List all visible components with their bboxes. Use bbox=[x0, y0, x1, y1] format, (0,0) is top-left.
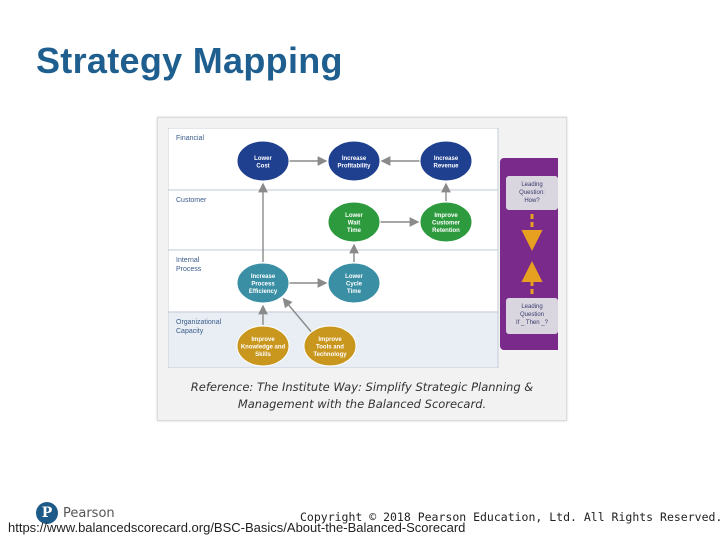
improve-tools-and-technology-label: Improve bbox=[318, 337, 342, 343]
lower-cycle-time-label: Lower bbox=[345, 274, 363, 280]
slide-title: Strategy Mapping bbox=[36, 40, 343, 81]
leading-question-top-text: Question: bbox=[519, 190, 545, 196]
improve-tools-and-technology-node bbox=[303, 325, 357, 367]
increase-process-efficiency-label: Increase bbox=[251, 274, 276, 280]
improve-knowledge-and-skills-node bbox=[236, 325, 290, 367]
connector-arrow bbox=[282, 297, 312, 333]
increase-profitability-node bbox=[327, 140, 381, 182]
increase-revenue-label: Increase bbox=[434, 156, 459, 162]
perspective-label: Customer bbox=[176, 197, 207, 204]
improve-knowledge-and-skills-label: Skills bbox=[255, 352, 271, 358]
lower-cycle-time-node bbox=[327, 262, 381, 304]
increase-process-efficiency-label: Efficiency bbox=[249, 289, 278, 295]
leading-question-top-text: Leading bbox=[521, 182, 542, 188]
improve-customer-retention-label: Retention bbox=[432, 228, 460, 234]
improve-knowledge-and-skills-label: Knowledge and bbox=[241, 345, 286, 351]
pearson-logo-icon: P bbox=[36, 502, 58, 524]
reference-line-2: Management with the Balanced Scorecard. bbox=[237, 397, 487, 411]
strategy-map-diagram: FinancialCustomerInternalProcessOrganiza… bbox=[168, 128, 558, 368]
copyright-notice: Copyright © 2018 Pearson Education, Ltd.… bbox=[300, 510, 720, 524]
increase-process-efficiency-node bbox=[236, 262, 290, 304]
lower-wait-time-label: Wait bbox=[348, 221, 360, 227]
perspective-label: Capacity bbox=[176, 328, 204, 335]
perspective-label: Internal bbox=[176, 257, 200, 264]
pearson-logo-text: Pearson bbox=[63, 505, 115, 521]
source-url: https://www.balancedscorecard.org/BSC-Ba… bbox=[8, 520, 466, 535]
increase-profitability-label: Profitability bbox=[337, 163, 371, 169]
pearson-logo: P Pearson bbox=[36, 502, 115, 524]
leading-question-top-box bbox=[506, 176, 558, 210]
leading-question-bottom-text: Question bbox=[520, 312, 544, 318]
perspective-label: Process bbox=[176, 266, 202, 273]
improve-customer-retention-label: Improve bbox=[434, 213, 458, 219]
improve-customer-retention-node bbox=[419, 201, 473, 243]
lower-wait-time-label: Time bbox=[347, 228, 362, 234]
increase-revenue-label: Revenue bbox=[433, 163, 459, 169]
leading-question-top-text: How? bbox=[524, 198, 540, 204]
lower-cycle-time-label: Time bbox=[347, 289, 362, 295]
improve-knowledge-and-skills-label: Improve bbox=[251, 337, 275, 343]
perspective-label: Financial bbox=[176, 135, 204, 142]
increase-profitability-label: Increase bbox=[342, 156, 367, 162]
improve-tools-and-technology-label: Tools and bbox=[316, 345, 344, 351]
leading-question-bottom-text: Leading bbox=[521, 304, 542, 310]
lower-wait-time-node bbox=[327, 201, 381, 243]
increase-revenue-node bbox=[419, 140, 473, 182]
improve-tools-and-technology-label: Technology bbox=[313, 352, 347, 358]
lower-cost-label: Cost bbox=[256, 163, 269, 169]
leading-question-bottom-box bbox=[506, 298, 558, 334]
lower-cycle-time-label: Cycle bbox=[346, 282, 363, 288]
lower-wait-time-label: Lower bbox=[345, 213, 363, 219]
lower-cost-label: Lower bbox=[254, 156, 272, 162]
reference-line-1: Reference: The Institute Way: Simplify S… bbox=[190, 380, 534, 394]
lower-cost-node bbox=[236, 140, 290, 182]
increase-process-efficiency-label: Process bbox=[251, 282, 275, 288]
improve-customer-retention-label: Customer bbox=[432, 221, 461, 227]
leading-question-bottom-text: If _ Then _? bbox=[516, 320, 549, 326]
perspective-label: Organizational bbox=[176, 319, 222, 326]
